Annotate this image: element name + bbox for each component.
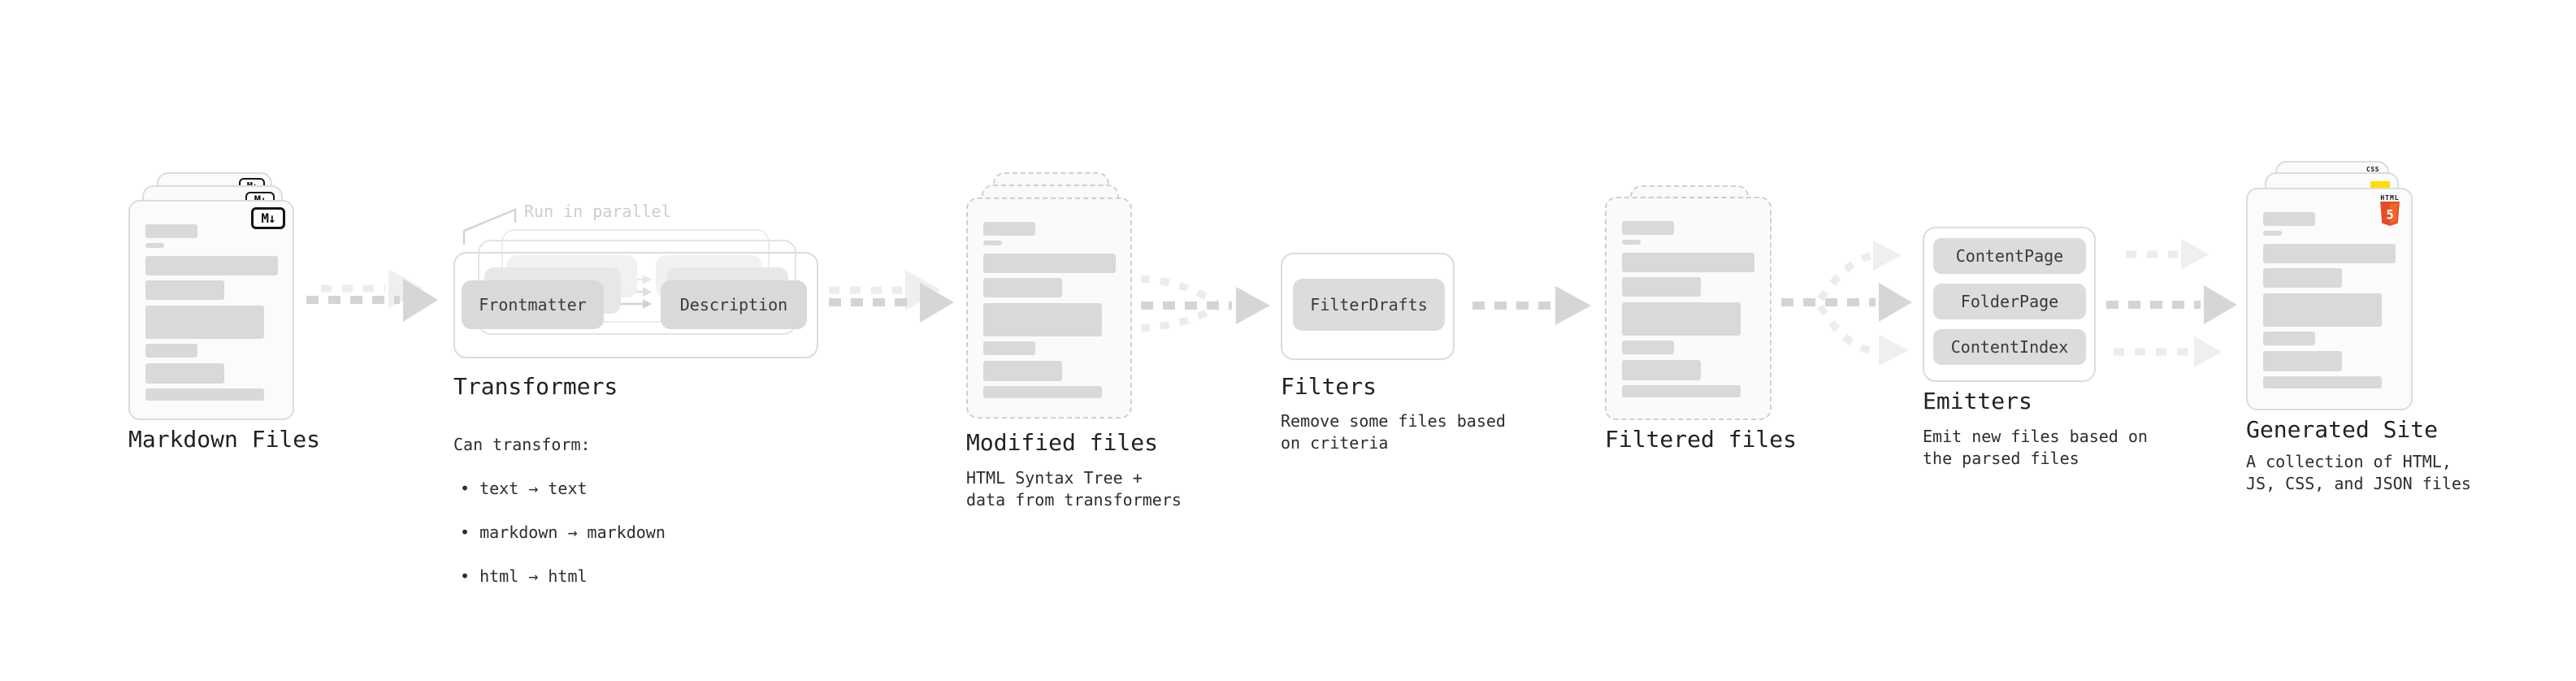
content-line [1622,302,1741,336]
transform-bullet: • markdown → markdown [460,523,666,542]
content-line [1622,277,1701,297]
content-line [2263,351,2342,371]
filtered-files-title: Filtered files [1605,426,1798,453]
contentindex-box: ContentIndex [1933,329,2086,365]
content-line [145,243,164,248]
generated-file-card-front: HTML 5 [2246,188,2413,410]
transformer-box-front [453,252,818,358]
content-line [983,241,1002,245]
content-line [145,256,278,275]
can-transform-heading: Can transform: [453,435,591,454]
contentpage-box: ContentPage [1933,238,2086,274]
content-line [145,344,197,358]
arrow-filters-to-filtered [1472,286,1591,325]
html5-shield: 5 [2380,202,2400,226]
filterdrafts-box: FilterDrafts [1293,279,1445,331]
generated-site-title: Generated Site [2246,416,2439,443]
arrow-markdown-to-transformers [306,269,438,322]
content-line [1622,360,1701,380]
content-line [145,388,264,401]
content-line [983,254,1116,273]
content-line [1622,240,1641,245]
transformers-description: Can transform: • text → text • markdown … [453,412,666,609]
content-line [983,386,1102,398]
svg-text:5: 5 [2386,208,2393,223]
emitters-title: Emitters [1923,388,2032,414]
transform-bullet: • text → text [460,479,588,498]
markdown-icon: M↓ [251,207,285,229]
transformers-title: Transformers [453,373,618,400]
content-line [1622,385,1741,397]
description-box: Description [661,280,807,329]
content-line [145,363,224,384]
filters-title: Filters [1281,373,1377,400]
css-icon-label: CSS [2366,166,2379,173]
modified-file-card-front [966,197,1132,419]
content-line [145,280,224,300]
content-line [1622,253,1754,272]
content-line [2263,376,2382,388]
filters-subtitle: Remove some files based on criteria [1281,411,1506,453]
filtered-file-card-front [1605,197,1772,420]
run-in-parallel-leader-line [462,208,517,245]
frontmatter-box: Frontmatter [462,280,604,329]
content-line [1622,221,1674,235]
content-line [983,222,1035,236]
content-line [2263,332,2315,345]
arrow-modified-to-filters-merge [1140,275,1270,332]
emitters-subtitle: Emit new files based on the parsed files [1923,427,2148,468]
transform-bullet: • html → html [460,566,588,586]
content-line [2263,293,2382,327]
content-line [2263,231,2282,236]
arrow-emitters-to-generated [2106,239,2237,367]
markdown-files-title: Markdown Files [128,426,321,453]
html5-icon-label: HTML [2380,194,2400,202]
arrow-filtered-to-emitters-split [1781,241,1912,366]
modified-files-subtitle: HTML Syntax Tree + data from transformer… [966,468,1182,510]
markdown-file-card-front: M↓ [128,200,294,420]
content-line [983,361,1062,381]
arrow-transformers-to-modified [829,270,954,323]
content-line [983,303,1102,336]
content-line [2263,244,2396,263]
content-line [983,341,1035,355]
folderpage-box: FolderPage [1933,284,2086,319]
content-line [1622,340,1674,354]
content-line [2263,212,2315,226]
modified-files-title: Modified files [966,429,1159,456]
content-line [983,278,1062,297]
generated-site-subtitle: A collection of HTML, JS, CSS, and JSON … [2246,452,2471,493]
content-line [145,306,264,339]
content-line [2263,268,2342,288]
run-in-parallel-label: Run in parallel [524,202,671,221]
content-line [145,224,197,238]
html5-icon: HTML 5 [2379,194,2400,226]
